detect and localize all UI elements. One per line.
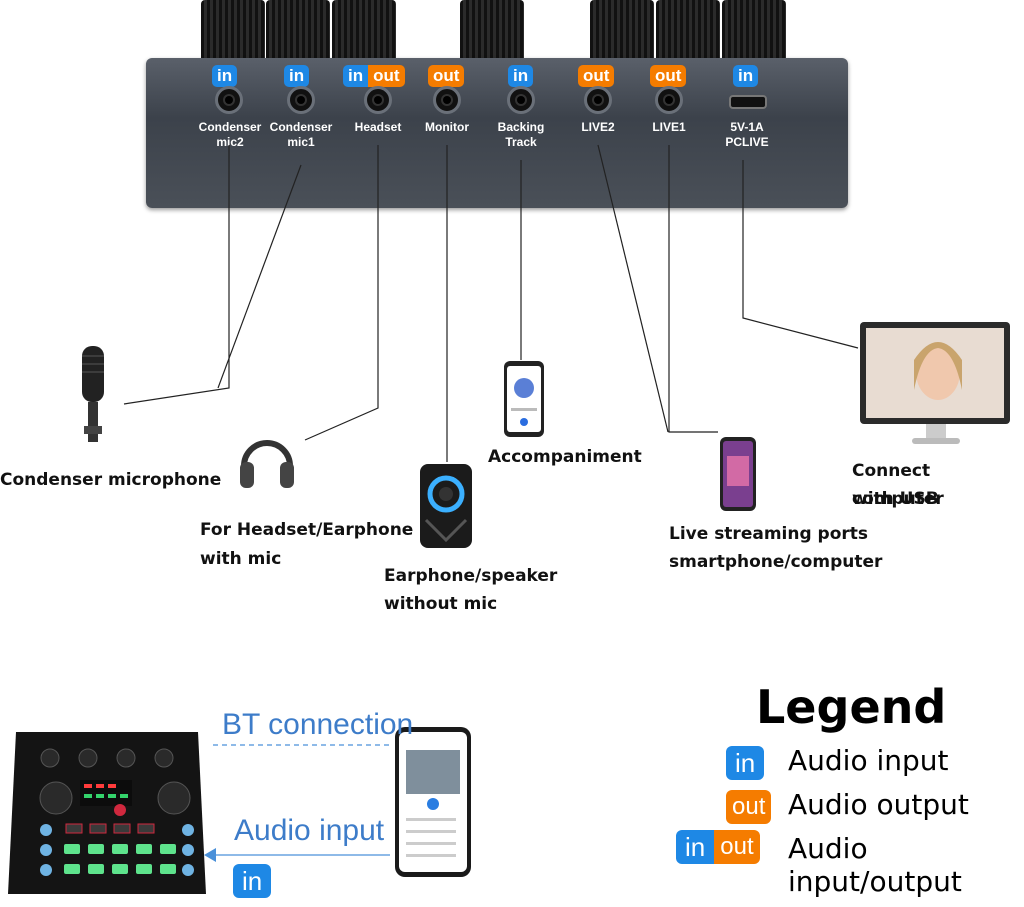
bt-connection-label: BT connection [222, 708, 414, 741]
jack-live2 [584, 86, 612, 114]
label-headset-1: For Headset/Earphone [200, 520, 414, 540]
mixer-device-icon [8, 732, 206, 894]
condenser-microphone-icon [82, 346, 104, 442]
badge-mic2: in [212, 65, 238, 87]
legend-input-label: Audio input [788, 744, 949, 777]
knob [590, 0, 654, 62]
badge-live2: out [578, 65, 615, 87]
legend-in-badge: in [726, 746, 765, 780]
legend-out-badge: out [726, 790, 772, 824]
badge-pclive: in [733, 65, 759, 87]
jack-mic1 [287, 86, 315, 114]
legend-title: Legend [756, 680, 947, 734]
jack-backing [507, 86, 535, 114]
jack-headset [364, 86, 392, 114]
label-speaker-1: Earphone/speaker [384, 566, 558, 586]
knob [460, 0, 524, 62]
jack-monitor [433, 86, 461, 114]
jack-live1 [655, 86, 683, 114]
label-condenser: Condenser microphone [0, 470, 222, 490]
legend-inout-label: Audio input/output [788, 832, 962, 898]
port-label-live2: LIVE2 [581, 120, 615, 134]
knob [266, 0, 330, 62]
port-label-backing: Backing Track [497, 120, 545, 149]
badge-mic1: in [284, 65, 310, 87]
port-label-monitor: Monitor [425, 120, 469, 134]
usb-port [729, 95, 767, 109]
legend-output-label: Audio output [788, 788, 969, 821]
in-badge-bottom: in [233, 864, 272, 898]
port-label-mic1: Condenser mic1 [269, 120, 333, 149]
label-live-1: Live streaming ports [669, 524, 869, 544]
knob [722, 0, 786, 62]
label-accompaniment: Accompaniment [488, 447, 642, 467]
label-computer-2: with USB [852, 489, 939, 509]
legend-inout-badge: in out [676, 830, 760, 864]
label-speaker-2: without mic [384, 594, 498, 614]
phone-icon [504, 361, 544, 437]
badge-monitor: out [428, 65, 465, 87]
computer-monitor-icon [860, 322, 1010, 444]
audio-input-label: Audio input [234, 814, 385, 847]
label-computer-1: Connect computer [852, 461, 944, 509]
label-headset-2: with mic [200, 549, 282, 569]
port-label-mic2: Condenser mic2 [198, 120, 262, 149]
streaming-phone-icon [720, 437, 756, 511]
knob [656, 0, 720, 62]
speaker-icon [420, 464, 472, 548]
mixer-panel [146, 58, 848, 208]
knob [332, 0, 396, 62]
headphones-icon [240, 440, 294, 488]
mixer-top [146, 0, 848, 210]
badge-live1: out [650, 65, 687, 87]
music-phone-icon [395, 727, 471, 877]
jack-mic2 [215, 86, 243, 114]
port-label-headset: Headset [354, 120, 402, 134]
badge-backing: in [508, 65, 534, 87]
port-label-pclive: 5V-1A PCLIVE [725, 120, 769, 149]
knob [201, 0, 265, 62]
port-label-live1: LIVE1 [652, 120, 686, 134]
label-live-2: smartphone/computer [669, 552, 883, 572]
